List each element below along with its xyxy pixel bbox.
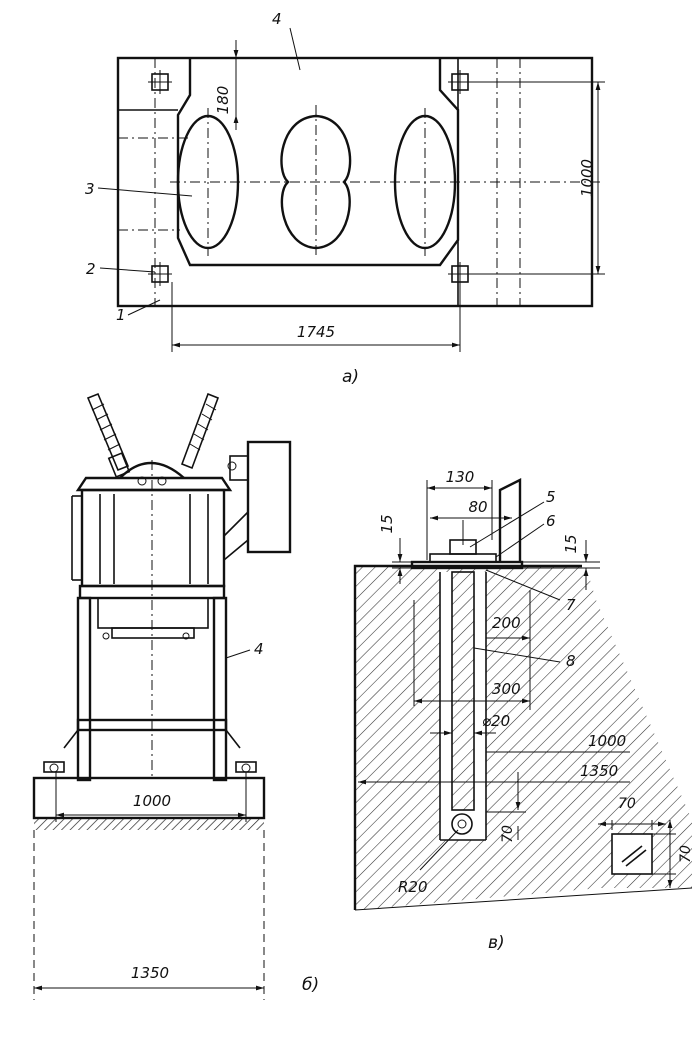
hook-loop: [451, 813, 473, 835]
bushing-right: [180, 392, 220, 470]
callout-3: 3: [85, 180, 95, 198]
dim-180: 180: [214, 86, 232, 115]
anchor-bolt-squares: [148, 70, 472, 286]
dim-1000-a: 1000: [578, 159, 596, 197]
dim-1000-c: 1000: [588, 732, 626, 750]
dim-130: 130: [446, 468, 475, 486]
dim-r20: R20: [398, 878, 428, 896]
conservator: [246, 440, 292, 554]
callout-8: 8: [566, 652, 576, 670]
dim-1000-b: 1000: [133, 792, 171, 810]
dim-70-h: 70: [678, 845, 694, 863]
support-frame: [43, 596, 257, 782]
dim-70-w: 70: [618, 796, 636, 812]
callout-1: 1: [116, 306, 126, 324]
lid-dome: [119, 461, 185, 479]
dim-15-right: 15: [562, 534, 580, 553]
transformer-tank: [80, 488, 226, 588]
dim-d20: ⌀20: [482, 712, 510, 730]
dim-1350-c: 1350: [580, 762, 618, 780]
dim-15-left: 15: [378, 514, 396, 533]
dim-80: 80: [468, 498, 487, 516]
pedestal-outline: [176, 58, 460, 267]
washer: [429, 553, 497, 563]
view-c-anchor-section: 130 80 15 15 200 300 ⌀20 1000 1350: [353, 468, 694, 953]
dim-1745: 1745: [297, 323, 335, 341]
dim-1350-b: 1350: [131, 964, 169, 982]
ground-hatch: [34, 818, 264, 830]
callout-7: 7: [566, 596, 576, 614]
caption-c: в): [488, 933, 505, 953]
callout-6: 6: [546, 512, 556, 530]
dim-300: 300: [492, 680, 521, 698]
view-b-elevation: 1000 1350 4 б): [32, 392, 319, 1000]
caption-a: a): [342, 367, 359, 387]
detail-section: [611, 833, 653, 875]
callout-5: 5: [546, 488, 556, 506]
callout-4-b: 4: [254, 640, 264, 658]
caption-b: б): [302, 975, 319, 995]
dim-200: 200: [492, 614, 521, 632]
bushing-left: [86, 392, 131, 478]
view-a-plan: 180 1000 1745 4 3 2 1 a): [85, 10, 605, 387]
dim-70-hook: 70: [500, 825, 516, 843]
anchor-bolt: [451, 571, 475, 811]
callout-2: 2: [86, 260, 96, 278]
callout-4-a: 4: [272, 10, 282, 28]
